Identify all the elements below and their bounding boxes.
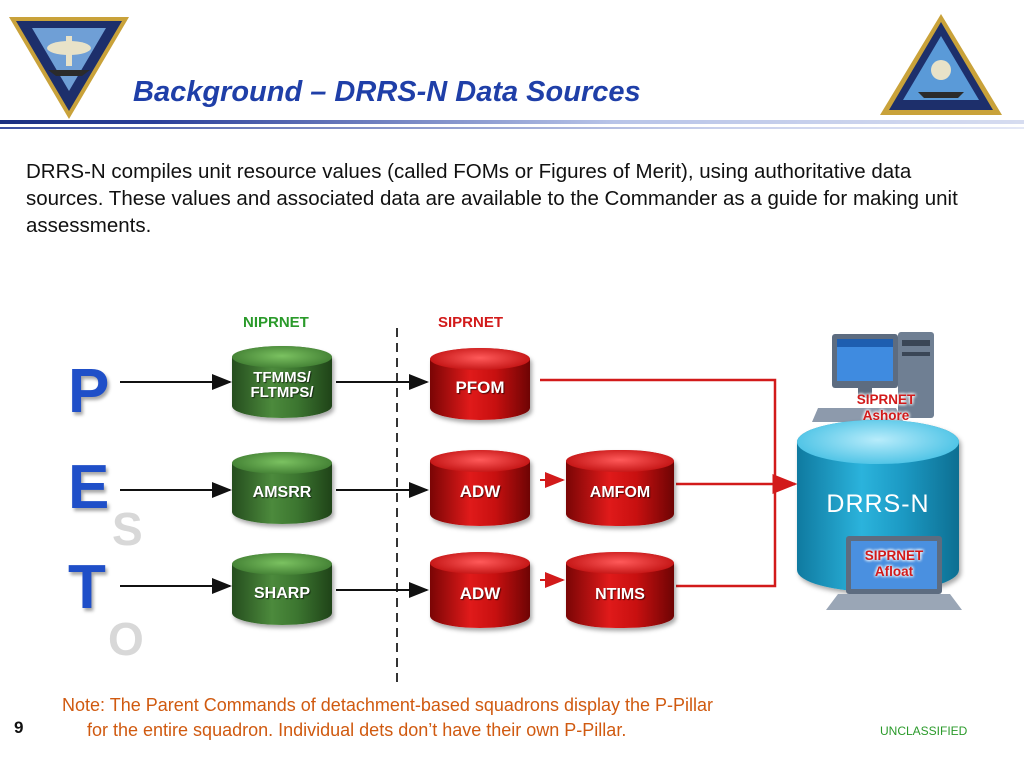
siprnet-ashore-label: SIPRNET Ashore bbox=[836, 392, 936, 424]
pillar-s: S bbox=[112, 503, 143, 555]
db-label: AMFOM bbox=[589, 484, 651, 501]
source-label-line: TFMMS/ bbox=[253, 369, 311, 386]
source-db-amsrr: AMSRR bbox=[232, 452, 332, 524]
fom-db-amfom: AMFOM bbox=[566, 450, 674, 526]
page-title: Background – DRRS-N Data Sources bbox=[133, 76, 641, 108]
flow-ntims-to-bus bbox=[676, 484, 777, 588]
siprnet-afloat-label: SIPRNET Afloat bbox=[842, 548, 946, 580]
ashore-line: SIPRNET bbox=[856, 392, 916, 407]
siprnet-db-pfom: PFOM bbox=[430, 348, 530, 420]
intro-paragraph: DRRS-N compiles unit resource values (ca… bbox=[26, 160, 958, 237]
page-number: 9 bbox=[14, 718, 24, 737]
pillar-p: P bbox=[68, 357, 110, 426]
note-line-1: Note: The Parent Commands of detachment-… bbox=[62, 695, 714, 715]
laptop-computer-icon bbox=[826, 536, 962, 610]
ashore-line: Ashore bbox=[862, 408, 910, 423]
afloat-line: Afloat bbox=[874, 564, 914, 579]
pillar-e: E bbox=[68, 453, 110, 522]
classification-marking: UNCLASSIFIED bbox=[880, 724, 968, 738]
siprnet-db-adw-t: ADW bbox=[430, 552, 530, 628]
niprnet-label: NIPRNET bbox=[243, 314, 309, 331]
fom-db-ntims: NTIMS bbox=[566, 552, 674, 628]
db-label: ADW bbox=[459, 482, 501, 501]
db-label: NTIMS bbox=[595, 586, 645, 603]
note-text: Note: The Parent Commands of detachment-… bbox=[62, 693, 902, 743]
right-logo bbox=[878, 12, 1004, 118]
db-label: ADW bbox=[459, 584, 501, 603]
flow-pfom-to-drrs bbox=[540, 378, 777, 483]
source-db-sharp: SHARP bbox=[232, 553, 332, 625]
header-rule-thin bbox=[0, 127, 1024, 129]
source-label: AMSRR bbox=[252, 484, 312, 501]
left-logo bbox=[6, 14, 132, 122]
naval-air-force-atlantic-emblem-icon bbox=[9, 17, 129, 119]
pillar-o: O bbox=[108, 613, 144, 665]
source-label: SHARP bbox=[253, 585, 310, 602]
db-label: PFOM bbox=[455, 378, 505, 397]
siprnet-label: SIPRNET bbox=[438, 314, 504, 331]
header-rule bbox=[0, 120, 1024, 124]
desktop-computer-icon bbox=[812, 332, 934, 422]
pillar-t: T bbox=[68, 553, 106, 622]
naval-air-force-pacific-emblem-icon bbox=[880, 14, 1002, 115]
afloat-line: SIPRNET bbox=[864, 548, 924, 563]
drrs-n-label: DRRS-N bbox=[826, 490, 930, 518]
source-db-tfmms-fltmps: TFMMS/ FLTMPS/ bbox=[232, 346, 332, 418]
source-label-line: FLTMPS/ bbox=[250, 384, 314, 401]
note-line-2: for the entire squadron. Individual dets… bbox=[87, 720, 627, 740]
siprnet-db-adw-e: ADW bbox=[430, 450, 530, 526]
